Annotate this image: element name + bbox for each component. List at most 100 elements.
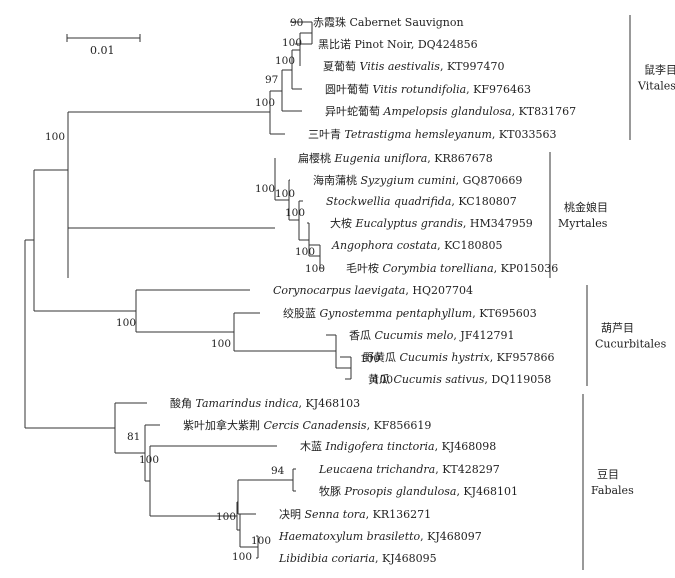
bootstrap-value: 100	[139, 454, 159, 466]
taxon-chinese-name: 夏葡萄	[323, 60, 360, 73]
taxon-accession: , KR867678	[427, 152, 492, 165]
taxon-chinese-name: 扁樱桃	[298, 151, 335, 165]
taxon-latin-name: Gynostemma pentaphyllum	[320, 307, 473, 320]
taxon-latin-name: Cucumis sativus	[394, 373, 485, 386]
bootstrap-value: 100	[285, 207, 305, 219]
bootstrap-value: 100	[255, 183, 275, 195]
taxon-latin-name: Corynocarpus laevigata	[273, 284, 405, 297]
taxon-accession: , KF957866	[490, 351, 555, 364]
taxon-chinese-name: 木蓝	[300, 440, 326, 453]
taxon-chinese-name: 紫叶加拿大紫荆	[183, 418, 264, 432]
order-latin-name: Myrtales	[558, 217, 608, 230]
taxon-label: Angophora costata, KC180805	[331, 239, 502, 252]
taxon-label: 异叶蛇葡萄 Ampelopsis glandulosa, KT831767	[325, 104, 576, 118]
taxon-chinese-name: 绞股蓝	[283, 306, 320, 320]
taxon-label: 圆叶葡萄 Vitis rotundifolia, KF976463	[325, 83, 531, 96]
taxon-label: 香瓜 Cucumis melo, JF412791	[349, 329, 514, 342]
taxon-latin-name: Stockwellia quadrifida	[326, 195, 451, 208]
taxon-accession: , KT997470	[440, 60, 505, 73]
bootstrap-value: 100	[211, 338, 231, 350]
taxon-accession: , GQ870669	[456, 174, 523, 187]
taxon-accession: , KF976463	[466, 83, 531, 96]
taxon-label: Leucaena trichandra, KT428297	[318, 463, 500, 476]
order-chinese-name: 葫芦目	[601, 322, 634, 335]
taxon-accession: , KJ468101	[456, 485, 518, 498]
tree-branches	[24, 21, 352, 559]
taxon-latin-name: Ampelopsis glandulosa	[383, 105, 512, 118]
taxon-label: 绞股蓝 Gynostemma pentaphyllum, KT695603	[283, 306, 537, 320]
order-brackets: 鼠李目 Vitales 桃金娘目 Myrtales 葫芦目 Cucurbitales 豆目 F…	[549, 15, 675, 570]
taxon-latin-name: Vitis aestivalis	[360, 60, 441, 73]
bootstrap-value: 100	[251, 535, 271, 547]
taxon-latin-name: Cercis Canadensis	[264, 419, 367, 432]
taxon-accession: , KC180807	[451, 195, 516, 208]
taxon-chinese-name: 大桉	[330, 216, 356, 230]
taxon-chinese-name: 异叶蛇葡萄	[325, 104, 384, 118]
bootstrap-value: 100	[45, 131, 65, 143]
taxon-accession: , KJ468095	[375, 552, 437, 565]
taxon-accession: , KP015036	[494, 262, 559, 275]
taxon-accession: , KT428297	[435, 463, 500, 476]
order-chinese-name: 桃金娘目	[564, 200, 608, 214]
taxon-chinese-name: 黑比诺	[318, 38, 355, 51]
bootstrap-values: 9010010097100100100100100100100100100100…	[45, 17, 393, 563]
taxon-label: 木蓝 Indigofera tinctoria, KJ468098	[300, 440, 496, 453]
taxon-label: Libidibia coriaria, KJ468095	[278, 552, 437, 565]
taxon-accession: , HM347959	[463, 217, 533, 230]
taxon-accession: , KT831767	[512, 105, 577, 118]
taxon-accession: , JF412791	[453, 329, 514, 342]
bootstrap-value: 100	[305, 263, 325, 275]
taxon-latin-name: Eugenia uniflora	[334, 152, 428, 165]
taxon-accession: , KJ468103	[299, 397, 361, 410]
taxon-chinese-name: 毛叶桉	[346, 261, 383, 275]
taxon-chinese-name: 香瓜	[349, 329, 375, 342]
bootstrap-value: 100	[275, 188, 295, 200]
bootstrap-value: 100	[232, 551, 252, 563]
taxon-label: 毛叶桉 Corymbia torelliana, KP015036	[346, 261, 558, 275]
taxon-latin-name: Tamarindus indica	[196, 397, 299, 410]
taxon-label: Haematoxylum brasiletto, KJ468097	[278, 530, 482, 543]
taxon-label: 黑比诺 Pinot Noir, DQ424856	[318, 38, 478, 51]
taxon-latin-name: Haematoxylum brasiletto	[278, 530, 421, 543]
taxon-chinese-name: 决明	[279, 508, 305, 521]
taxon-accession: , KT695603	[472, 307, 537, 320]
order-latin-name: Cucurbitales	[595, 338, 667, 351]
bootstrap-value: 100	[360, 353, 380, 365]
order-chinese-name: 豆目	[597, 468, 619, 481]
taxon-accession: , KJ468097	[420, 530, 482, 543]
bootstrap-value: 90	[290, 17, 303, 29]
taxon-chinese-name: 海南蒲桃	[313, 173, 361, 187]
taxon-latin-name: Leucaena trichandra	[318, 463, 435, 476]
taxon-latin-name: Cucumis melo	[375, 329, 454, 342]
taxon-chinese-name: 酸角	[170, 396, 196, 410]
taxon-latin-name: Corymbia torelliana	[383, 262, 494, 275]
bootstrap-value: 100	[282, 37, 302, 49]
taxon-latin-name: Senna tora	[305, 508, 366, 521]
scale-bar: 0.01	[66, 34, 141, 57]
taxon-latin-name: Indigofera tinctoria	[325, 440, 435, 453]
order-latin-name: Vitales	[637, 80, 675, 93]
taxon-label: 扁樱桃 Eugenia uniflora, KR867678	[298, 151, 493, 165]
taxon-chinese-name: 圆叶葡萄	[325, 83, 373, 96]
bootstrap-value: 100	[373, 374, 393, 386]
taxon-latin-name: Tetrastigma hemsleyanum	[345, 128, 492, 141]
taxon-accession: , KF856619	[367, 419, 432, 432]
taxon-latin-name: Cabernet Sauvignon	[350, 16, 464, 29]
taxon-latin-name: Cucumis hystrix	[400, 351, 491, 364]
order-chinese-name: 鼠李目	[644, 63, 675, 77]
taxon-label: 酸角 Tamarindus indica, KJ468103	[170, 396, 360, 410]
bootstrap-value: 94	[271, 465, 285, 477]
taxon-latin-name: Pinot Noir	[355, 38, 413, 51]
taxon-chinese-name: 三叶青	[308, 128, 345, 141]
taxon-latin-name: Vitis rotundifolia	[373, 83, 467, 96]
taxon-accession: , KT033563	[492, 128, 557, 141]
taxon-label: 夏葡萄 Vitis aestivalis, KT997470	[323, 60, 505, 73]
taxon-accession: , HQ207704	[405, 284, 473, 297]
taxon-chinese-name: 牧豚	[319, 484, 345, 498]
taxon-latin-name: Libidibia coriaria	[278, 552, 375, 565]
order-latin-name: Fabales	[591, 484, 634, 497]
taxon-label: 三叶青 Tetrastigma hemsleyanum, KT033563	[308, 128, 556, 141]
taxon-latin-name: Eucalyptus grandis	[355, 217, 464, 230]
taxon-label: Stockwellia quadrifida, KC180807	[326, 195, 517, 208]
